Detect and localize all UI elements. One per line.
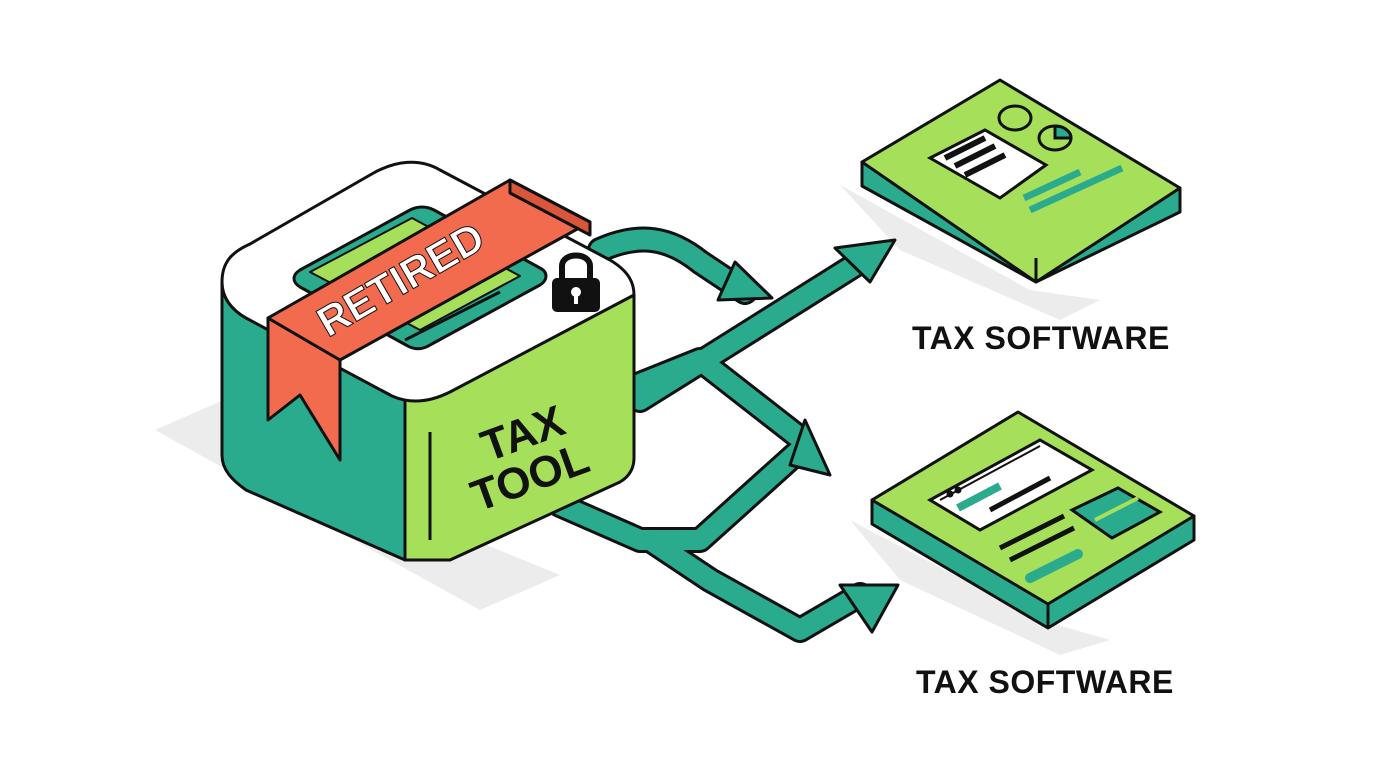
padlock-icon <box>552 252 600 312</box>
form-screen-icon <box>926 438 1164 583</box>
retired-banner <box>266 178 592 462</box>
flow-arrows <box>547 226 900 643</box>
tax-software-caption-top: TAX SOFTWARE <box>912 320 1170 356</box>
tax-software-caption-bottom: TAX SOFTWARE <box>916 664 1174 700</box>
dashboard-screen-icon <box>926 104 1124 214</box>
